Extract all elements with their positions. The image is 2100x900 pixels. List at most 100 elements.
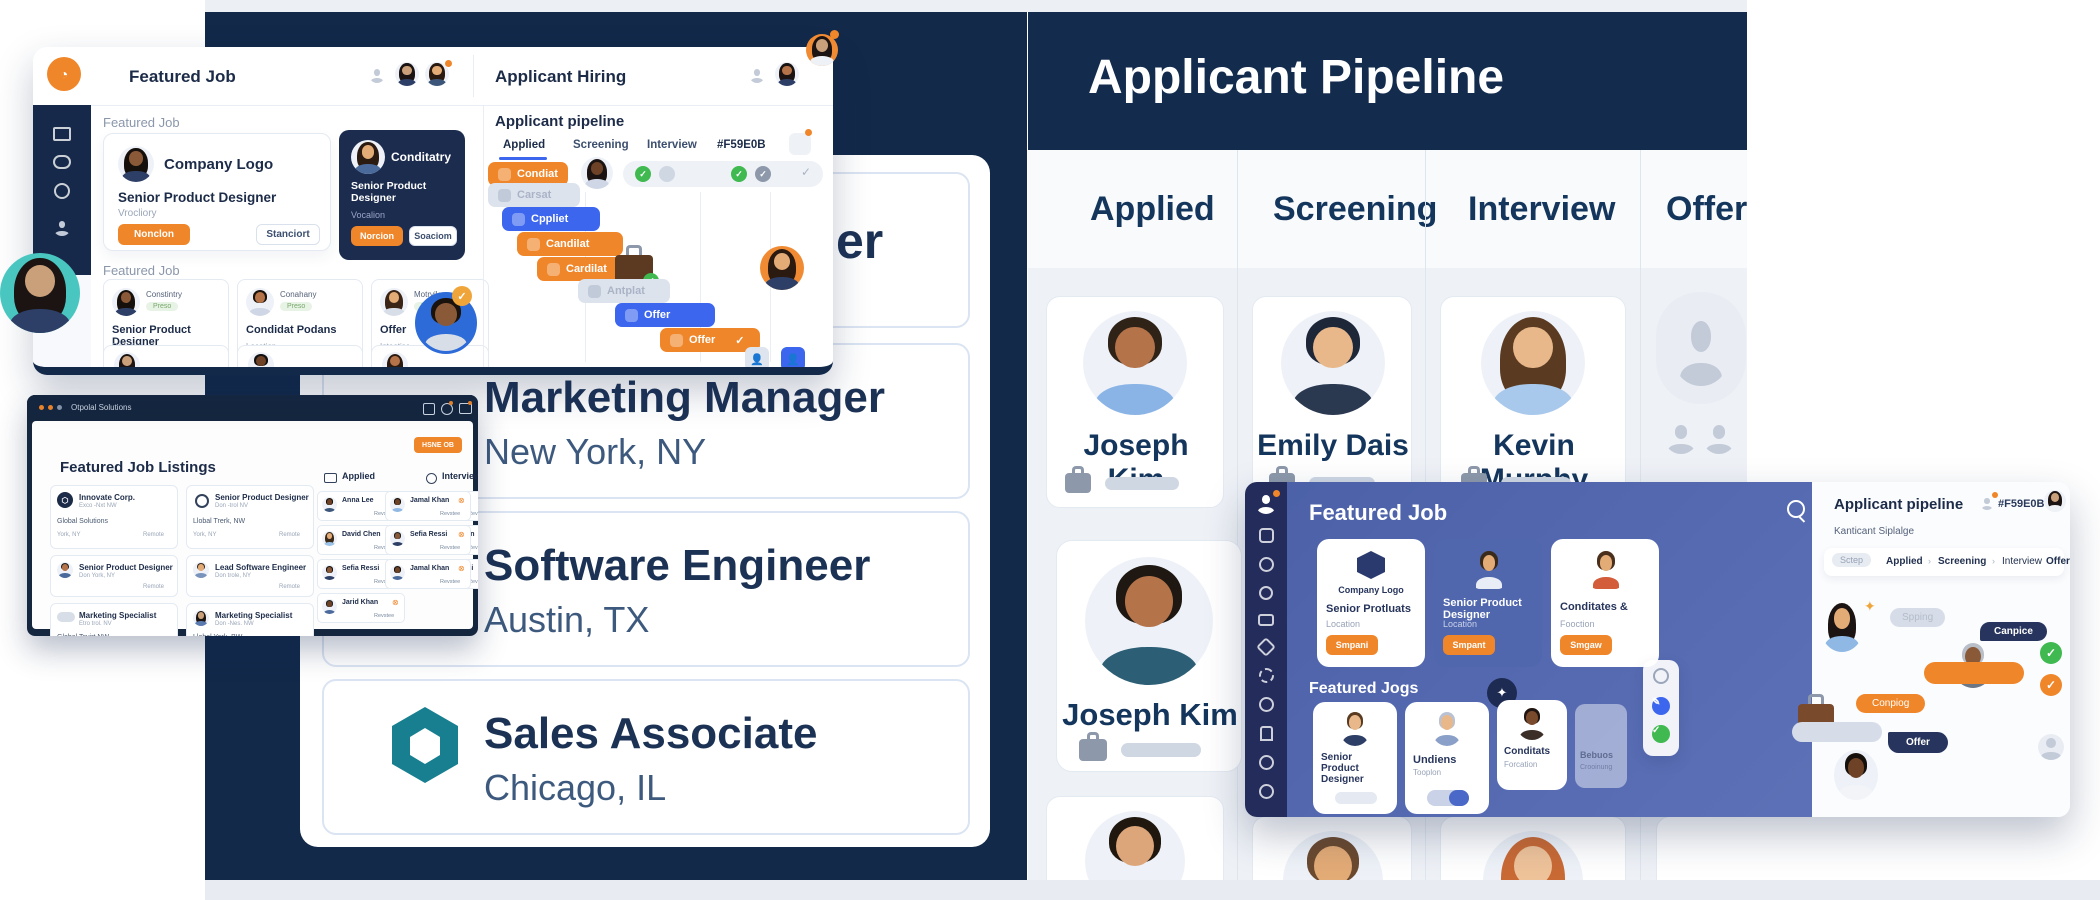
column-header-screening[interactable]: Screening — [1273, 190, 1438, 228]
tab-screening[interactable]: Screening — [1938, 556, 1987, 567]
grid-icon[interactable] — [423, 403, 435, 415]
cta-button[interactable]: HSNE OB — [414, 437, 462, 453]
column-header-offer[interactable]: Offer — [1666, 190, 1748, 228]
header-avatar[interactable] — [425, 62, 449, 86]
candidate-card-partial[interactable] — [1252, 816, 1412, 880]
job-item[interactable]: Marketing Manager New York, NY — [322, 343, 970, 499]
mini-candidate-row[interactable]: Sefia Ressi ⊗ Revstee — [411, 559, 478, 589]
mini-action[interactable]: Revstee — [374, 579, 395, 585]
mini-action[interactable]: Revstee — [374, 511, 395, 517]
candidate-card[interactable]: Kevin Murphy — [1440, 296, 1626, 508]
window-dot[interactable] — [57, 405, 62, 410]
mini-action[interactable]: Revstee — [468, 545, 478, 551]
listing-card[interactable]: Marketing Specialist Don -Nes. NW Llobal… — [186, 603, 314, 636]
settings-icon[interactable] — [1258, 784, 1274, 799]
mini-candidate-row[interactable]: Jarid Khan ⊗ Revstee — [317, 593, 405, 623]
kanban-pill[interactable]: Offer✓ — [660, 328, 760, 352]
apply-button[interactable]: Smgaw — [1560, 635, 1612, 655]
mini-col-interview[interactable]: Interview — [442, 471, 478, 481]
reject-icon[interactable]: ⊗ — [392, 598, 399, 607]
mini-candidate-row[interactable]: Anna Lee ⊗ Revstee — [411, 491, 478, 521]
candidate-card[interactable]: Joseph Kim — [1046, 296, 1224, 508]
tab-applied[interactable]: Applied — [503, 139, 546, 151]
person-edit-icon[interactable]: ✎ — [1652, 697, 1670, 715]
swap-icon[interactable] — [53, 155, 71, 169]
filter-icon[interactable] — [53, 127, 71, 141]
chat-icon[interactable] — [459, 403, 472, 414]
pen-icon[interactable] — [1256, 637, 1276, 657]
person-icon[interactable] — [53, 218, 71, 236]
kanban-pill[interactable]: Cppliet — [502, 207, 600, 231]
candidate-tag[interactable]: Condiat — [488, 162, 568, 186]
bookmark-icon[interactable] — [1259, 726, 1273, 741]
menu-icon[interactable] — [1258, 697, 1274, 712]
check-badge-icon[interactable]: ✓ — [1652, 725, 1670, 743]
reject-icon[interactable]: ⊗ — [392, 496, 399, 505]
circle-icon[interactable] — [1653, 668, 1669, 684]
job-item[interactable]: Software Engineer Austin, TX — [322, 511, 970, 667]
tab-interview[interactable]: Interview — [647, 139, 697, 151]
column-header-applied[interactable]: Applied — [1090, 190, 1215, 228]
kanban-pill[interactable]: Carsat — [488, 183, 580, 207]
search-icon[interactable] — [1259, 586, 1273, 600]
people-icon[interactable] — [1255, 492, 1277, 514]
featured-card-dark[interactable]: Conditatry Senior Product Designer Vocal… — [339, 130, 465, 260]
job-item[interactable]: Sales Associate Chicago, IL — [322, 679, 970, 835]
mini-action[interactable]: Revstee — [374, 545, 395, 551]
card-primary-button[interactable]: Norcion — [351, 226, 403, 246]
copy-icon[interactable] — [789, 133, 811, 155]
listing-card[interactable]: Lead Software Engineer Don trole, NY Rem… — [186, 555, 314, 597]
listing-card[interactable]: ⬡ Innovate Corp. Exco -Nxt NW Global Sol… — [50, 485, 178, 549]
reject-icon[interactable]: ⊗ — [392, 530, 399, 539]
refresh-icon[interactable] — [441, 403, 453, 415]
header-avatar[interactable] — [395, 62, 419, 86]
mini-candidate-row[interactable]: Sefia Ressi ⊗ Revstee — [317, 559, 405, 589]
job-card[interactable]: Conditates & Fooction Smgaw — [1551, 539, 1659, 667]
window-dot[interactable] — [48, 405, 53, 410]
candidate-card[interactable]: Emily Dais — [1252, 296, 1412, 508]
kanban-pill[interactable]: Antplat — [578, 279, 670, 303]
mini-action[interactable]: Revstee — [468, 511, 478, 517]
window-dot[interactable] — [39, 405, 44, 410]
person-button-blue[interactable]: 👤 — [781, 347, 805, 367]
featured-card-light[interactable]: Company Logo Senior Product Designer Vro… — [103, 133, 331, 251]
clock-icon[interactable] — [1258, 755, 1274, 770]
apply-button[interactable]: Smpant — [1443, 635, 1495, 655]
person-button-gray[interactable]: 👤 — [745, 347, 769, 367]
small-job-card-partial[interactable] — [103, 345, 229, 367]
candidate-card-partial[interactable] — [1046, 796, 1224, 880]
job-card-faded[interactable]: Bebuos Crooinung — [1575, 704, 1627, 788]
person-icon[interactable] — [369, 67, 385, 83]
job-card[interactable]: Company Logo Senior Protluats Location S… — [1317, 539, 1425, 667]
card-secondary-button[interactable]: Stanciort — [256, 224, 320, 245]
tab-screening[interactable]: Screening — [573, 139, 629, 151]
candidate-card-partial[interactable] — [1656, 816, 1747, 880]
panel-avatar[interactable] — [2044, 490, 2066, 512]
job-card[interactable]: Senior Product Designer Location Smpant — [1434, 539, 1542, 667]
column-header-interview[interactable]: Interview — [1468, 190, 1616, 228]
apply-button[interactable]: Smpani — [1326, 635, 1378, 655]
small-job-card-partial[interactable] — [237, 345, 363, 367]
person-icon[interactable] — [749, 67, 765, 83]
listing-card[interactable]: Senior Product Designer Don -trol NV Llo… — [186, 485, 314, 549]
mini-candidate-row[interactable]: David Chen ⊗ Revstee — [317, 525, 405, 555]
mail-icon[interactable] — [1258, 614, 1274, 626]
listing-card[interactable]: Senior Product Designer Don York, NY Rem… — [50, 555, 178, 597]
mini-candidate-row[interactable]: David Chen ⊗ Revstee — [411, 525, 478, 555]
mini-action[interactable]: Revstee — [468, 579, 478, 585]
card-secondary-button[interactable]: Soaciom — [409, 226, 457, 246]
header-avatar[interactable] — [775, 62, 799, 86]
job-card[interactable]: Undiens Tooplon — [1405, 702, 1489, 814]
tab-applied[interactable]: Applied — [1886, 556, 1923, 567]
mini-action[interactable]: Revstee — [374, 613, 395, 619]
kanban-pill[interactable]: Offer — [615, 303, 715, 327]
reject-icon[interactable]: ⊗ — [392, 564, 399, 573]
user-icon[interactable] — [54, 183, 70, 199]
timer-icon[interactable] — [1258, 557, 1274, 572]
tab-sctep[interactable]: Sctep — [1832, 553, 1872, 567]
refresh-icon[interactable] — [1258, 668, 1274, 683]
tab-offer[interactable]: Offer — [2046, 556, 2070, 567]
job-card[interactable]: Conditats Forcation — [1497, 700, 1567, 790]
tab-interview[interactable]: Interview — [2002, 556, 2043, 567]
listing-card[interactable]: Marketing Specialist Etro trol. NV Globa… — [50, 603, 178, 636]
